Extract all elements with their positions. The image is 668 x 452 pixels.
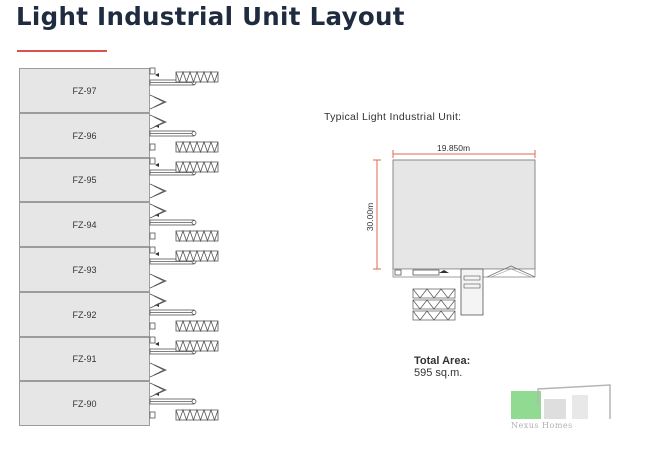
unit-label: FZ-92 — [72, 309, 97, 320]
typical-unit-plan — [373, 150, 536, 321]
logo-wordmark: Nexus Homes — [511, 421, 573, 430]
title-underline — [17, 50, 107, 52]
unit-fz-94[interactable]: FZ-94 — [19, 202, 150, 247]
typical-unit-heading: Typical Light Industrial Unit: — [324, 111, 462, 123]
arrow-marker — [155, 342, 159, 346]
unit-fz-90[interactable]: FZ-90 — [19, 381, 150, 426]
unit-fz-96[interactable]: FZ-96 — [19, 113, 150, 158]
door-marker — [149, 157, 156, 165]
unit-label: FZ-95 — [72, 175, 97, 185]
unit-label: FZ-94 — [72, 219, 97, 230]
unit-fz-92[interactable]: FZ-92 — [19, 292, 150, 337]
page-title: Light Industrial Unit Layout — [16, 2, 405, 31]
unit-stack: FZ-97 FZ-96 FZ-95 FZ-94 FZ-93 FZ-92 FZ-9… — [19, 68, 150, 426]
unit-label: FZ-93 — [72, 264, 97, 275]
door-marker — [149, 67, 156, 75]
door-marker — [149, 322, 156, 330]
arrow-marker — [155, 252, 159, 256]
door-marker — [149, 336, 156, 344]
unit-fz-97[interactable]: FZ-97 — [19, 68, 150, 113]
unit-fz-91[interactable]: FZ-91 — [19, 337, 150, 381]
total-area-label: Total Area: — [414, 355, 471, 367]
door-marker — [149, 232, 156, 240]
unit-fz-93[interactable]: FZ-93 — [19, 247, 150, 292]
unit-label: FZ-90 — [72, 398, 97, 409]
door-marker — [149, 246, 156, 254]
unit-label: FZ-91 — [72, 354, 97, 364]
typical-unit-building — [392, 159, 536, 270]
nexus-homes-logo-icon — [511, 384, 611, 419]
unit-label: FZ-97 — [72, 85, 97, 96]
unit-fz-95[interactable]: FZ-95 — [19, 158, 150, 202]
arrow-marker — [155, 163, 159, 167]
unit-frontage-symbols — [149, 67, 219, 422]
door-marker — [149, 143, 156, 151]
typical-unit-parking — [412, 288, 456, 321]
unit-label: FZ-96 — [72, 130, 97, 141]
width-dimension-label: 19.850m — [437, 143, 471, 153]
total-area-value: 595 sq.m. — [414, 367, 463, 379]
door-marker — [149, 411, 156, 419]
arrow-marker — [155, 73, 159, 77]
